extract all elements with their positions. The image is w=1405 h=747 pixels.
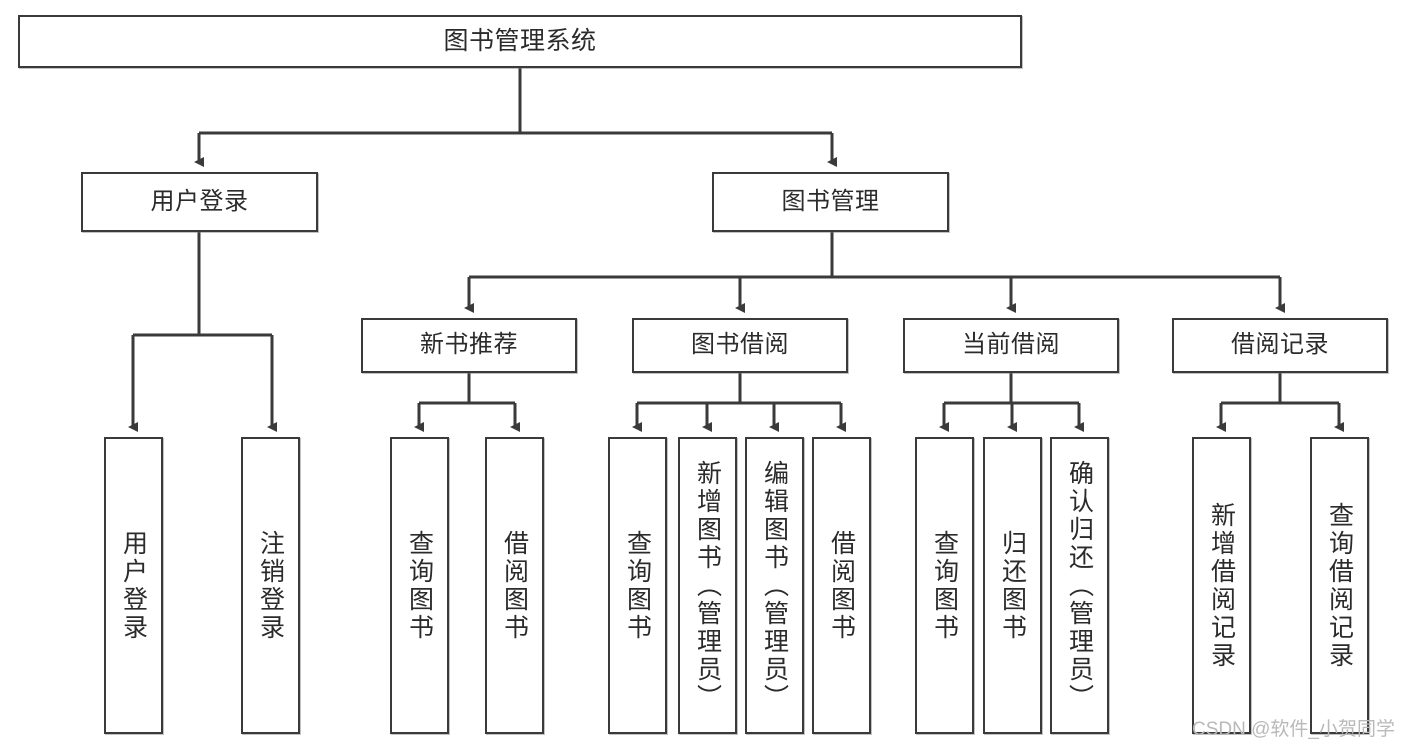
node-leaf-user-login[interactable]: 用户登录 <box>104 437 163 734</box>
node-label: 编辑图书（管理员） <box>760 459 789 712</box>
node-label: 查询借阅记录 <box>1325 501 1354 670</box>
node-label: 查询图书 <box>405 529 434 642</box>
node-leaf-query-book-current[interactable]: 查询图书 <box>915 437 974 734</box>
node-leaf-edit-book-admin[interactable]: 编辑图书（管理员） <box>745 437 804 734</box>
node-label: 用户登录 <box>150 187 249 215</box>
node-current-borrow[interactable]: 当前借阅 <box>903 318 1119 373</box>
node-label: 图书管理 <box>781 187 880 215</box>
node-leaf-query-borrow-record[interactable]: 查询借阅记录 <box>1310 437 1369 734</box>
node-label: 用户登录 <box>119 529 148 642</box>
node-label: 查询图书 <box>930 529 959 642</box>
node-label: 借阅记录 <box>1231 331 1329 359</box>
node-leaf-borrow-book-recommend[interactable]: 借阅图书 <box>485 437 544 734</box>
node-new-book-recommend[interactable]: 新书推荐 <box>361 318 577 373</box>
node-root-system[interactable]: 图书管理系统 <box>18 15 1022 68</box>
node-book-management[interactable]: 图书管理 <box>712 172 949 232</box>
node-borrow-record[interactable]: 借阅记录 <box>1172 318 1388 373</box>
node-user-login[interactable]: 用户登录 <box>81 172 318 232</box>
node-book-borrow[interactable]: 图书借阅 <box>632 318 848 373</box>
node-label: 注销登录 <box>256 529 285 642</box>
node-label: 查询图书 <box>623 529 652 642</box>
watermark: CSDN @软件_小贺同学 <box>1192 719 1395 740</box>
node-label: 当前借阅 <box>962 331 1060 359</box>
node-leaf-query-book-borrow[interactable]: 查询图书 <box>608 437 667 734</box>
node-leaf-add-book-admin[interactable]: 新增图书（管理员） <box>678 437 737 734</box>
node-leaf-logout[interactable]: 注销登录 <box>241 437 300 734</box>
node-leaf-add-borrow-record[interactable]: 新增借阅记录 <box>1192 437 1251 734</box>
node-leaf-return-book[interactable]: 归还图书 <box>983 437 1042 734</box>
node-leaf-query-book-recommend[interactable]: 查询图书 <box>390 437 449 734</box>
node-label: 图书借阅 <box>691 331 789 359</box>
node-leaf-confirm-return-admin[interactable]: 确认归还（管理员） <box>1050 437 1109 734</box>
node-label: 确认归还（管理员） <box>1065 459 1094 712</box>
node-label: 图书管理系统 <box>443 26 597 55</box>
node-label: 新增图书（管理员） <box>693 459 722 712</box>
node-label: 借阅图书 <box>500 529 529 642</box>
node-label: 新书推荐 <box>420 331 518 359</box>
node-label: 新增借阅记录 <box>1207 501 1236 670</box>
node-leaf-borrow-book[interactable]: 借阅图书 <box>812 437 871 734</box>
node-label: 归还图书 <box>998 529 1027 642</box>
node-label: 借阅图书 <box>827 529 856 642</box>
